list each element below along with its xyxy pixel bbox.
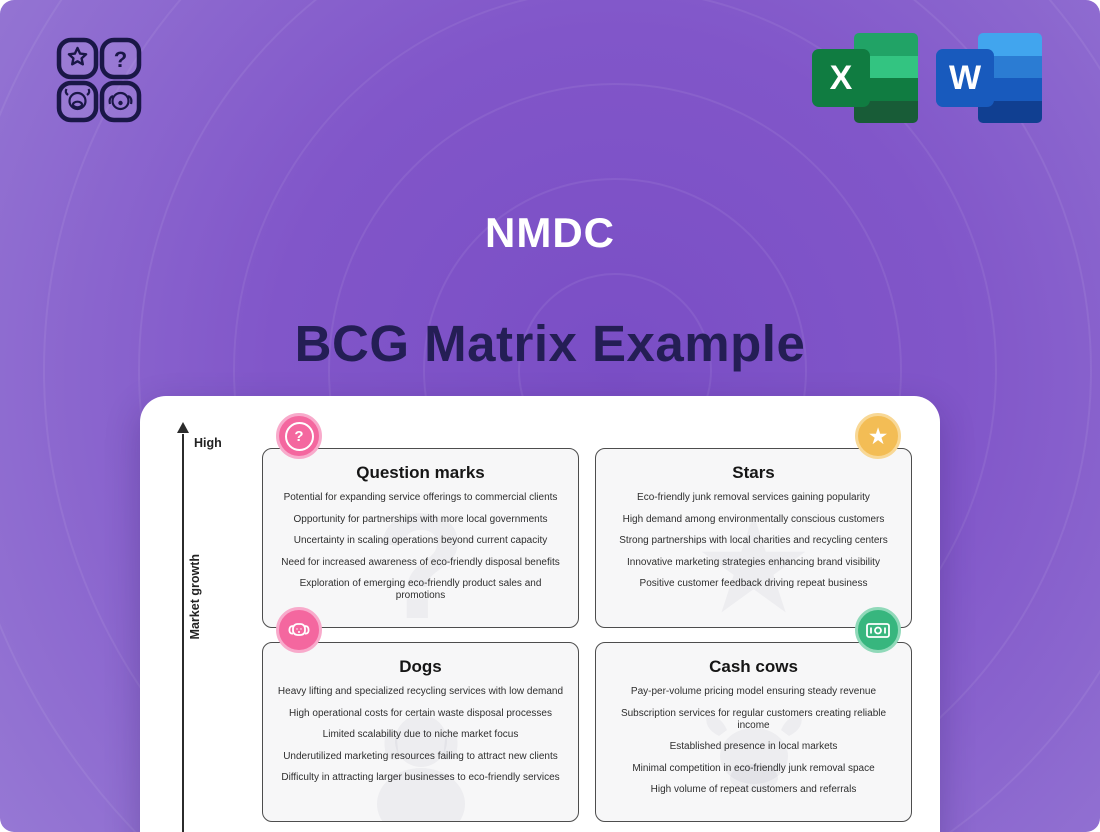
quadrant-dogs: Dogs Heavy lifting and specialized recyc… <box>262 607 579 822</box>
quadrant-question-marks: ? ? Question marks Potential for expandi… <box>262 413 579 628</box>
question-icon: ? <box>114 47 127 72</box>
matrix-item: High volume of repeat customers and refe… <box>650 784 857 795</box>
excel-icon[interactable]: X <box>812 33 918 123</box>
matrix-item: Uncertainty in scaling operations beyond… <box>293 535 548 546</box>
quadrant-item-list: Pay-per-volume pricing model ensuring st… <box>596 686 911 796</box>
quadrant-title: Cash cows <box>709 657 798 676</box>
quadrant-title: Question marks <box>356 463 485 482</box>
matrix-item: Heavy lifting and specialized recycling … <box>277 686 564 697</box>
star-icon <box>67 46 88 66</box>
y-axis-high-label: High <box>194 436 222 450</box>
matrix-item: Subscription services for regular custom… <box>620 707 887 731</box>
matrix-grid: ? ? Question marks Potential for expandi… <box>262 413 912 822</box>
matrix-item: Established presence in local markets <box>669 741 838 752</box>
quadrant-item-list: Potential for expanding service offering… <box>263 492 578 602</box>
star-badge-icon: ★ <box>855 413 901 459</box>
bcg-matrix-logo: ? <box>55 36 143 124</box>
matrix-item: Pay-per-volume pricing model ensuring st… <box>630 686 877 697</box>
question-mark-badge-icon: ? <box>276 413 322 459</box>
matrix-item: Minimal competition in eco-friendly junk… <box>632 762 875 774</box>
matrix-item: Need for increased awareness of eco-frie… <box>281 556 560 568</box>
excel-sheet-graphic <box>854 33 918 123</box>
matrix-item: Exploration of emerging eco-friendly pro… <box>299 578 542 601</box>
quadrant-item-list: Eco-friendly junk removal services gaini… <box>596 492 911 590</box>
word-icon[interactable]: W <box>936 33 1042 123</box>
word-sheet-graphic <box>978 33 1042 123</box>
matrix-item: Difficulty in attracting larger business… <box>281 772 560 783</box>
company-title: NMDC <box>485 209 615 256</box>
y-axis-line <box>182 434 184 832</box>
matrix-item: High demand among environmentally consci… <box>622 513 885 525</box>
matrix-item: Strong partnerships with local charities… <box>619 535 888 546</box>
cash-badge-icon <box>855 607 901 653</box>
quadrant-stars: ★ ★ Stars Eco-friendly junk removal serv… <box>595 413 912 628</box>
matrix-item: Limited scalability due to niche market … <box>322 729 519 740</box>
matrix-item: Innovative marketing strategies enhancin… <box>627 556 880 568</box>
excel-letter: X <box>812 49 870 107</box>
page-title: BCG Matrix Example <box>294 315 806 372</box>
bcg-matrix-card: High Market growth ? ? Question marks Po… <box>140 396 940 832</box>
matrix-item: Positive customer feedback driving repea… <box>639 578 868 589</box>
quadrant-title: Dogs <box>399 657 442 676</box>
matrix-item: Eco-friendly junk removal services gaini… <box>637 492 870 503</box>
word-letter: W <box>936 49 994 107</box>
y-axis-arrow <box>177 422 189 433</box>
y-axis-label: Market growth <box>188 554 202 640</box>
matrix-item: Opportunity for partnerships with more l… <box>293 513 548 525</box>
matrix-item: High operational costs for certain waste… <box>289 707 552 719</box>
quadrant-cash-cows: Cash cows Pay-per-volume pricing model e… <box>595 607 912 822</box>
quadrant-item-list: Heavy lifting and specialized recycling … <box>263 686 578 784</box>
matrix-item: Underutilized marketing resources failin… <box>283 750 558 762</box>
cow-icon <box>64 88 91 111</box>
dog-badge-icon <box>276 607 322 653</box>
matrix-item: Potential for expanding service offering… <box>283 492 558 503</box>
quadrant-title: Stars <box>732 463 775 482</box>
dog-icon <box>108 91 133 111</box>
